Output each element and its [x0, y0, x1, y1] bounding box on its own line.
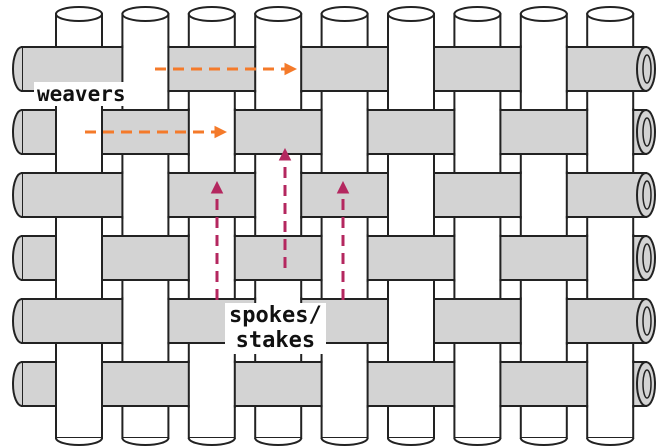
weaver-left-end [12, 361, 23, 407]
crossing-spoke-over [121, 171, 170, 219]
crossing-spoke-over [320, 360, 369, 408]
crossing-spoke-over [586, 108, 635, 156]
spoke-bottom-end [55, 437, 103, 446]
weaver-right-end [636, 46, 656, 92]
spoke-top-end [453, 6, 502, 22]
weaver-right-end [636, 298, 656, 344]
spoke-bottom-end [187, 437, 236, 446]
crossing-spoke-over [586, 234, 635, 282]
weaver-right-end [636, 361, 656, 407]
crossing-spoke-over [55, 234, 103, 282]
crossing-spoke-over [453, 108, 502, 156]
crossing-spoke-over [55, 360, 103, 408]
spoke-bottom-end [453, 437, 502, 446]
crossing-spoke-over [519, 45, 568, 93]
spoke-bottom-end [121, 437, 170, 446]
spokes-label-line1: spokes/ [229, 303, 322, 328]
crossing-spoke-over [519, 297, 568, 345]
spoke-top-end [55, 6, 103, 22]
crossing-spoke-over [519, 171, 568, 219]
spoke-top-end [187, 6, 236, 22]
weaver-right-end [636, 235, 656, 281]
crossing-spoke-over [387, 171, 435, 219]
crossing-spoke-over [320, 234, 369, 282]
crossing-spoke-over [453, 234, 502, 282]
weaver-left-end [12, 172, 23, 218]
spoke-bottom-end [387, 437, 435, 446]
spoke-top-end [387, 6, 435, 22]
weaver-left-end [12, 235, 23, 281]
crossing-spoke-over [254, 45, 303, 93]
arrows-layer [85, 62, 350, 300]
spoke-top-end [586, 6, 635, 22]
spokes-label-line2: stakes [235, 328, 316, 354]
weavers-label: weavers [34, 82, 129, 107]
spoke-bottom-end [254, 437, 303, 446]
spoke-bottom-end [519, 437, 568, 446]
crossing-spoke-over [387, 297, 435, 345]
crossing-spoke-over [121, 297, 170, 345]
crossing-spoke-over [453, 360, 502, 408]
weaver-right-end [636, 109, 656, 155]
weaver-right-end [636, 172, 656, 218]
spoke-top-end [121, 6, 170, 22]
spoke-top-end [254, 6, 303, 22]
spokes-stakes-label: spokes/ stakes [225, 303, 326, 354]
crossing-spoke-over [320, 108, 369, 156]
crossing-spoke-over [254, 171, 303, 219]
weaver-left-end [12, 46, 23, 92]
crossing-spoke-over [586, 360, 635, 408]
spoke-bottom-end [586, 437, 635, 446]
crossing-spoke-over [187, 360, 236, 408]
weaver-left-end [12, 298, 23, 344]
crossing-spoke-over [187, 234, 236, 282]
spoke-top-end [519, 6, 568, 22]
crossing-spoke-over [387, 45, 435, 93]
spoke-bottom-end [320, 437, 369, 446]
spoke-top-end [320, 6, 369, 22]
weaver-left-end [12, 109, 23, 155]
